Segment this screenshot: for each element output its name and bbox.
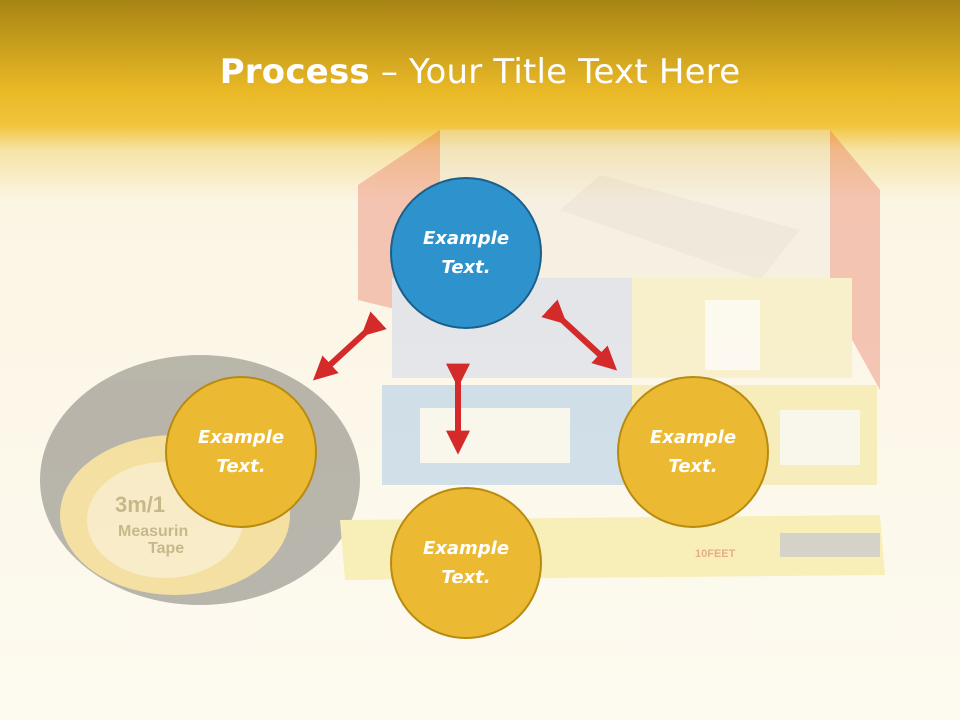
tape-label-measuring: Measurin bbox=[118, 523, 188, 540]
node-right-line1: Example bbox=[649, 427, 737, 448]
title-bold: Process bbox=[219, 52, 370, 92]
process-node-right[interactable]: Example Text. bbox=[617, 376, 769, 528]
arrow-top-left bbox=[312, 311, 387, 381]
process-node-left[interactable]: Example Text. bbox=[165, 376, 317, 528]
tape-label-tape: Tape bbox=[148, 540, 184, 557]
node-right-line2: Text. bbox=[668, 456, 718, 477]
node-bottom-line1: Example bbox=[422, 538, 510, 559]
node-top-line1: Example bbox=[422, 228, 510, 249]
title-rest: – Your Title Text Here bbox=[369, 52, 741, 92]
process-node-top[interactable]: Example Text. bbox=[390, 177, 542, 329]
ruler-label: 10FEET bbox=[695, 548, 736, 560]
node-left-line1: Example bbox=[197, 427, 285, 448]
arrow-top-right bbox=[541, 299, 618, 371]
tape-label-size: 3m/1 bbox=[115, 492, 165, 517]
node-top-line2: Text. bbox=[441, 257, 491, 278]
page-title: Process – Your Title Text Here bbox=[0, 52, 960, 92]
node-left-line2: Text. bbox=[216, 456, 266, 477]
process-node-bottom[interactable]: Example Text. bbox=[390, 487, 542, 639]
node-bottom-line2: Text. bbox=[441, 567, 491, 588]
